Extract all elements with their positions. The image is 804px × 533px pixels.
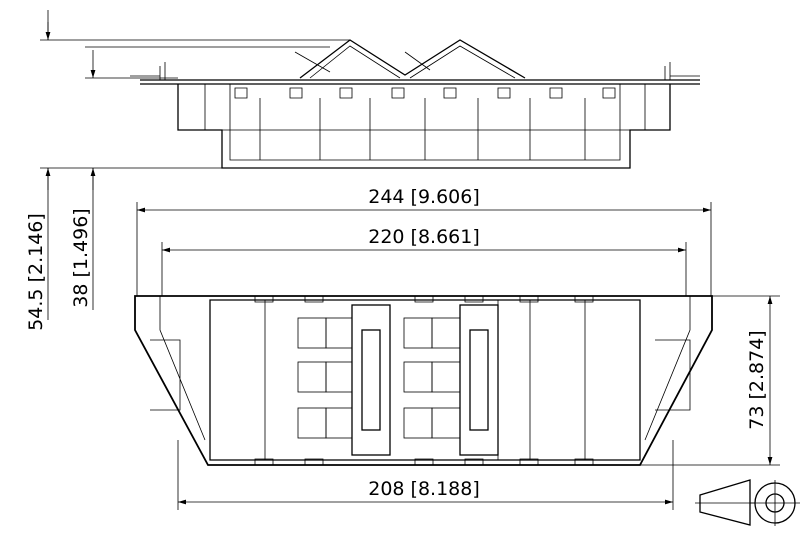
overall-width-label: 244 [9.606] — [368, 186, 480, 208]
overall-height-label: 54.5 [2.146] — [25, 213, 47, 331]
body-height-label: 38 [1.496] — [70, 208, 92, 307]
plan-view — [134, 295, 713, 466]
inner-width-label: 220 [8.661] — [368, 226, 480, 248]
third-angle-projection-icon — [695, 479, 800, 526]
height-dimensions: 54.5 [2.146] 38 [1.496] — [25, 10, 350, 331]
bottom-width-label: 208 [8.188] — [368, 478, 480, 500]
depth-label: 73 [2.874] — [746, 330, 768, 429]
side-elevation-view — [130, 39, 700, 169]
width-dimensions: 244 [9.606] 220 [8.661] 208 [8.188] 73 [… — [136, 186, 780, 510]
